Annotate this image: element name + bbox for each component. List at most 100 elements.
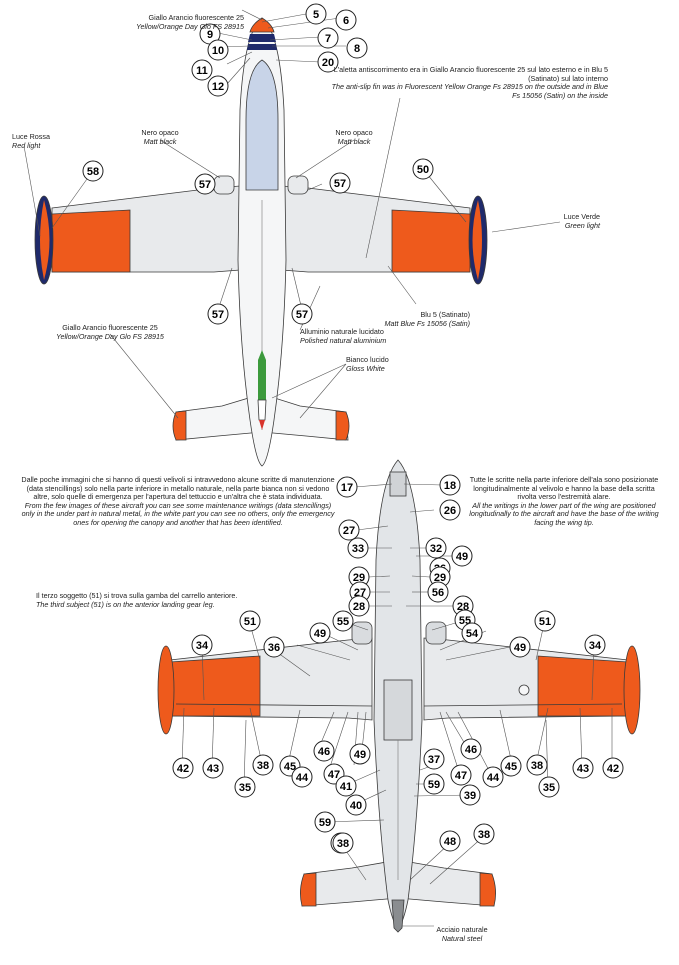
bottom-callout-26: 26: [439, 499, 461, 521]
stencil-note-left: Dalle poche immagini che si hanno di que…: [18, 475, 338, 528]
aluminium-it: Alluminio naturale lucidato: [300, 327, 384, 336]
aluminium-en: Polished natural aluminium: [300, 335, 387, 345]
bottom-callout-38: 38: [526, 754, 548, 776]
bottom-callout-label: 49: [514, 642, 526, 654]
top-tail-tip-left: [172, 410, 187, 441]
bottom-callout-label: 41: [340, 781, 352, 793]
bottom-callout-41: 41: [335, 775, 357, 797]
bottom-callout-59: 59: [314, 811, 336, 833]
aluminium-note: Alluminio naturale lucidato Polished nat…: [300, 327, 420, 345]
matt-black-right-en: Matt black: [337, 136, 371, 146]
top-wing-orange-left: [51, 209, 131, 273]
bottom-callout-label: 26: [444, 505, 456, 517]
bottom-callout-label: 47: [455, 770, 467, 782]
bottom-callout-label: 34: [589, 640, 602, 652]
stencil-note-left-en: From the few images of these aircraft yo…: [21, 500, 335, 527]
bottom-callout-49: 49: [451, 545, 473, 567]
bottom-callout-17: 17: [336, 476, 358, 498]
bottom-callout-51: 51: [534, 610, 556, 632]
bottom-callout-40: 40: [345, 794, 367, 816]
bottom-callout-label: 45: [505, 761, 517, 773]
bottom-callout-label: 29: [353, 572, 365, 584]
red-light-it: Luce Rossa: [12, 132, 50, 141]
top-callout-label: 12: [212, 81, 224, 93]
bottom-callout-label: 27: [343, 525, 355, 537]
bottom-callout-28: 28: [348, 595, 370, 617]
bottom-callout-label: 46: [318, 746, 330, 758]
bottom-callout-label: 18: [444, 480, 456, 492]
nose-color-note: Giallo Arancio fluorescente 25 Yellow/Or…: [72, 13, 245, 31]
green-light-it: Luce Verde: [563, 212, 600, 221]
red-light-en: Red light: [12, 140, 41, 150]
nose-color-en: Yellow/Orange Day Glo FS 28915: [136, 21, 244, 31]
top-callout-label: 57: [296, 309, 308, 321]
nose-color-it: Giallo Arancio fluorescente 25: [148, 13, 245, 22]
matt-black-left-note: Nero opaco Matt black: [120, 128, 200, 146]
bottom-callout-label: 38: [531, 760, 543, 772]
gloss-white-en: Gloss White: [346, 363, 385, 373]
bottom-callout-44: 44: [482, 766, 504, 788]
top-callout-11: 11: [191, 59, 213, 81]
top-callout-10: 10: [207, 39, 229, 61]
top-callout-label: 58: [87, 166, 99, 178]
third-subject-it: Il terzo soggetto (51) si trova sulla ga…: [36, 591, 238, 600]
bottom-callout-27: 27: [338, 519, 360, 541]
top-view-aircraft: [34, 17, 488, 467]
top-callout-label: 57: [199, 179, 211, 191]
bottom-callout-44: 44: [291, 766, 313, 788]
blu5-note: Blu 5 (Satinato) Matt Blue Fs 15056 (Sat…: [360, 310, 471, 328]
steel-it: Acciaio naturale: [436, 925, 488, 934]
bottom-callout-59: 59: [423, 773, 445, 795]
wing-orange-note: Giallo Arancio fluorescente 25 Yellow/Or…: [26, 323, 194, 341]
top-nose-orange: [249, 17, 275, 33]
gloss-white-note: Bianco lucido Gloss White: [346, 355, 416, 373]
bottom-callout-56: 56: [427, 581, 449, 603]
bottom-tailcone: [391, 899, 405, 933]
bottom-callout-46: 46: [313, 740, 335, 762]
bottom-callout-37: 37: [423, 748, 445, 770]
bottom-callout-label: 35: [543, 782, 555, 794]
bottom-callout-label: 48: [444, 836, 456, 848]
bottom-callout-18: 18: [439, 474, 461, 496]
top-callout-12: 12: [207, 75, 229, 97]
bottom-callout-38: 38: [332, 832, 354, 854]
bottom-callout-49: 49: [509, 636, 531, 658]
bottom-callout-54: 54: [461, 622, 483, 644]
bottom-callout-32: 32: [425, 537, 447, 559]
bottom-callout-42: 42: [602, 757, 624, 779]
top-callout-57: 57: [291, 303, 313, 325]
top-callout-label: 10: [212, 45, 224, 57]
top-canopy: [245, 59, 279, 191]
green-light-note: Luce Verde Green light: [520, 212, 600, 230]
top-callout-label: 20: [322, 57, 334, 69]
bottom-callout-46: 46: [460, 738, 482, 760]
antislip-note: L'aletta antiscorrimento era in Giallo A…: [322, 65, 608, 100]
bottom-callout-label: 59: [428, 779, 440, 791]
matt-black-right-note: Nero opaco Matt black: [314, 128, 394, 146]
top-callout-57: 57: [194, 173, 216, 195]
top-callout-8: 8: [346, 37, 368, 59]
top-callout-label: 57: [334, 178, 346, 190]
bottom-callout-34: 34: [191, 634, 213, 656]
bottom-callout-51: 51: [239, 610, 261, 632]
green-light-en: Green light: [564, 220, 600, 230]
bottom-callout-38: 38: [252, 754, 274, 776]
bottom-callout-48: 48: [439, 830, 461, 852]
bottom-callout-label: 51: [539, 616, 551, 628]
bottom-callout-49: 49: [349, 743, 371, 765]
blu5-en: Matt Blue Fs 15056 (Satin): [384, 318, 471, 328]
stencil-note-right-en: All the writings in the lower part of th…: [469, 500, 659, 527]
bottom-view-aircraft: [157, 459, 641, 933]
bottom-callout-33: 33: [347, 537, 369, 559]
bottom-callout-label: 36: [268, 642, 280, 654]
top-callout-label: 8: [354, 43, 360, 55]
top-callout-label: 5: [313, 9, 319, 21]
top-callout-57: 57: [329, 172, 351, 194]
matt-black-left-it: Nero opaco: [141, 128, 179, 137]
bottom-callout-label: 44: [487, 772, 500, 784]
bottom-callout-43: 43: [202, 757, 224, 779]
bottom-leaders: [181, 483, 613, 927]
top-callout-label: 7: [325, 33, 331, 45]
